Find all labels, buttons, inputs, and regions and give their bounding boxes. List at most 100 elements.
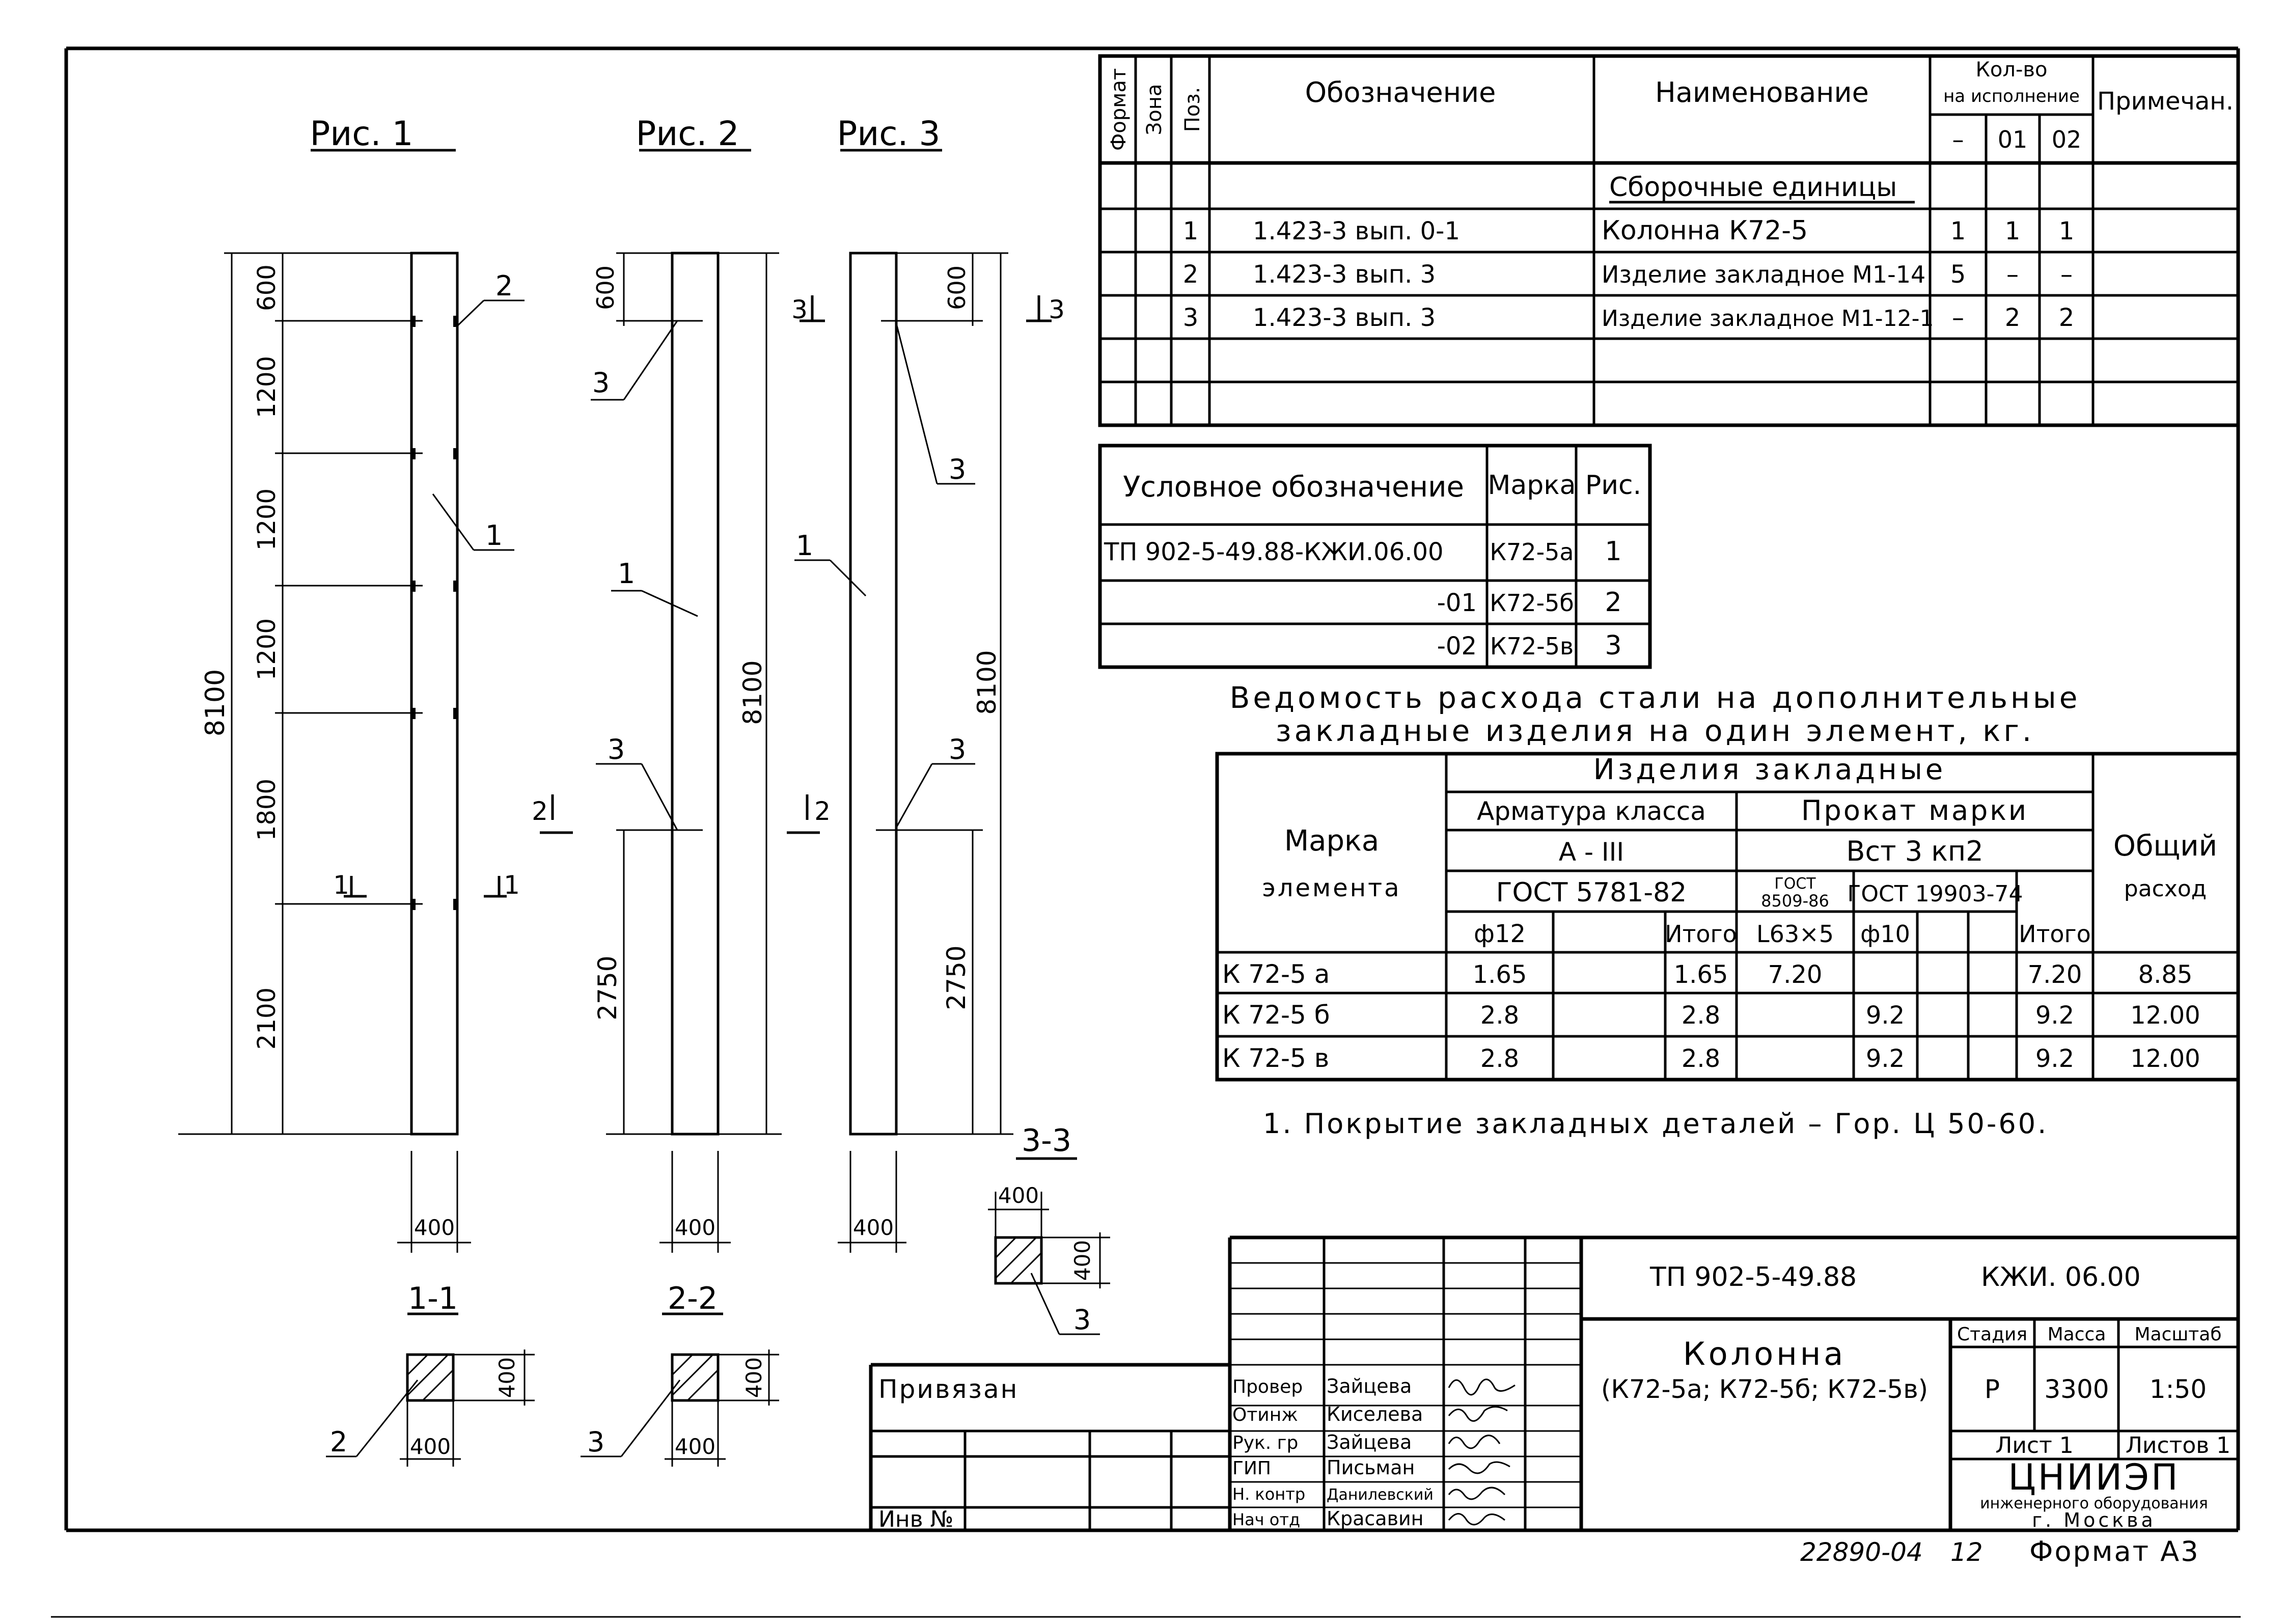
dim-400-3: 400 bbox=[853, 1215, 894, 1240]
spec-row3-q1: 2 bbox=[2005, 304, 2021, 332]
dim-total-1: 8100 bbox=[200, 669, 231, 736]
tb-scale: 1:50 bbox=[2150, 1374, 2207, 1404]
spec-row1-q1: 1 bbox=[2005, 217, 2021, 245]
steel-h-total1: Общий bbox=[2113, 830, 2217, 863]
tb-doc-code: ТП 902-5-49.88 bbox=[1649, 1262, 1857, 1292]
steel-r3-c8: 9.2 bbox=[2035, 1044, 2074, 1073]
mark-3-left: 3 bbox=[791, 295, 808, 324]
inv-label: Инв № bbox=[878, 1506, 953, 1532]
callout-3-fig3b: 3 bbox=[949, 733, 966, 765]
steel-sub-3: Итого bbox=[1665, 920, 1737, 948]
spec-h-zone: Зона bbox=[1143, 84, 1166, 135]
format-label: Формат А3 bbox=[2029, 1535, 2200, 1567]
figure-1-column: 8100 600 1200 1200 1200 1800 2100 400 2 … bbox=[178, 252, 525, 1253]
mark-1-left: 1 bbox=[333, 870, 349, 900]
section-3-3-label: 3-3 bbox=[1022, 1123, 1071, 1159]
tb-name: Колонна bbox=[1683, 1335, 1847, 1372]
steel-h-total2: расход bbox=[2124, 876, 2207, 902]
spec-h-name: Наименование bbox=[1655, 76, 1869, 108]
spec-h-format: Формат bbox=[1107, 68, 1131, 151]
tb-stage: Р bbox=[1985, 1374, 2000, 1404]
tb-sheet: Лист 1 bbox=[1995, 1433, 2073, 1458]
dim-total-2: 8100 bbox=[738, 660, 767, 725]
steel-r1-total: 8.85 bbox=[2138, 960, 2193, 989]
spec-row3-q2: 2 bbox=[2059, 304, 2075, 332]
spec-row2-q1: – bbox=[2006, 260, 2019, 289]
person-2: Киселева bbox=[1327, 1403, 1423, 1425]
steel-r2-total: 12.00 bbox=[2130, 1001, 2200, 1030]
steel-h-armature: Арматура класса bbox=[1477, 796, 1706, 826]
spec-h-q2: 02 bbox=[2052, 126, 2082, 153]
steel-h-gost2a: ГОСТ bbox=[1774, 875, 1816, 893]
dim-total-3: 8100 bbox=[972, 650, 1002, 714]
legend-r2-mark: К72-5б bbox=[1490, 589, 1574, 617]
callout-3-fig2a: 3 bbox=[592, 367, 610, 399]
person-5: Данилевский bbox=[1327, 1486, 1434, 1504]
legend-r1-des: ТП 902-5-49.88-КЖИ.06.00 bbox=[1104, 538, 1444, 566]
steel-r2-mark: К 72-5 б bbox=[1222, 1000, 1330, 1030]
person-3: Зайцева bbox=[1327, 1431, 1412, 1453]
spec-h-pos: Поз. bbox=[1181, 87, 1204, 132]
spec-h-q1: 01 bbox=[1998, 126, 2028, 153]
steel-sub-8: Итого bbox=[2019, 920, 2091, 948]
dim-1200-1c: 1200 bbox=[253, 618, 281, 680]
section-3-3-h400: 400 bbox=[1070, 1240, 1095, 1281]
spec-row3-pos: 3 bbox=[1183, 304, 1199, 332]
tb-mass: 3300 bbox=[2044, 1374, 2109, 1404]
section-2-2-w400: 400 bbox=[675, 1434, 715, 1459]
fig1-label: Рис. 1 bbox=[310, 114, 414, 153]
steel-r3-total: 12.00 bbox=[2130, 1044, 2200, 1073]
signatures bbox=[1448, 1379, 1516, 1526]
section-1-1: 1-1 400 400 2 bbox=[326, 1281, 535, 1467]
spec-row2-q2: – bbox=[2060, 260, 2073, 289]
dim-2750-2: 2750 bbox=[593, 955, 622, 1020]
legend-r3-mark: К72-5в bbox=[1490, 632, 1574, 660]
section-3-3: 3-3 400 400 3 bbox=[988, 1123, 1110, 1336]
role-3: Рук. гр bbox=[1232, 1433, 1298, 1453]
section-3-3-callout: 3 bbox=[1073, 1304, 1091, 1336]
role-1: Провер bbox=[1232, 1377, 1303, 1397]
mark-2-left: 2 bbox=[532, 796, 548, 826]
spec-row3-q0: – bbox=[1952, 304, 1964, 332]
mark-3-right: 3 bbox=[1049, 295, 1065, 324]
mark-2-right: 2 bbox=[814, 796, 831, 826]
spec-row2-name: Изделие закладное М1-14 bbox=[1602, 261, 1925, 288]
person-6: Красавин bbox=[1327, 1507, 1424, 1530]
dim-600-3: 600 bbox=[943, 265, 971, 310]
section-3-3-w400: 400 bbox=[998, 1183, 1039, 1208]
spec-row3-des: 1.423-3 вып. 3 bbox=[1253, 304, 1436, 332]
steel-consumption: Ведомость расхода стали на дополнительны… bbox=[1215, 680, 2240, 1082]
steel-r2-c5: 9.2 bbox=[1866, 1001, 1905, 1030]
specification-table: Формат Зона Поз. Обозначение Наименовани… bbox=[1098, 54, 2240, 427]
legend-h-mark: Марка bbox=[1488, 470, 1576, 501]
legend-r2-des: -01 bbox=[1437, 589, 1477, 617]
legend-h-fig: Рис. bbox=[1585, 470, 1641, 501]
steel-r2-c3: 2.8 bbox=[1682, 1001, 1720, 1030]
steel-h-rolled: Прокат марки bbox=[1801, 794, 2028, 827]
section-2-2: 2-2 400 400 3 bbox=[581, 1281, 779, 1467]
fig3-label: Рис. 3 bbox=[837, 114, 941, 153]
section-2-2-h400: 400 bbox=[741, 1357, 766, 1398]
section-2-2-callout: 3 bbox=[587, 1426, 604, 1458]
figure-2-column: 600 8100 2750 400 3 1 3 2 2 bbox=[532, 252, 831, 1253]
legend-r1-fig: 1 bbox=[1605, 536, 1621, 567]
steel-r1-c8: 7.20 bbox=[2028, 960, 2082, 989]
steel-h-gost2b: 8509-86 bbox=[1761, 891, 1829, 911]
legend-h-designation: Условное обозначение bbox=[1123, 471, 1464, 504]
spec-h-designation: Обозначение bbox=[1305, 76, 1496, 108]
callout-3-fig3a: 3 bbox=[949, 453, 966, 485]
steel-h-class: А - III bbox=[1559, 837, 1624, 867]
tb-sheets: Листов 1 bbox=[2126, 1433, 2230, 1458]
tb-org: ЦНИИЭП bbox=[2008, 1456, 2180, 1498]
coating-note: 1. Покрытие закладных деталей – Гор. Ц 5… bbox=[1263, 1108, 2048, 1140]
column-3-body bbox=[849, 252, 898, 1136]
spec-row2-q0: 5 bbox=[1950, 260, 1966, 289]
role-4: ГИП bbox=[1232, 1458, 1271, 1479]
dim-1800-1: 1800 bbox=[253, 779, 281, 841]
steel-sub-5: ф10 bbox=[1860, 920, 1910, 948]
spec-h-qty-sub: на исполнение bbox=[1943, 86, 2080, 106]
section-1-1-callout: 2 bbox=[330, 1426, 347, 1458]
callout-2-fig1: 2 bbox=[495, 270, 513, 302]
person-4: Письман bbox=[1327, 1456, 1415, 1479]
spec-row1-q2: 1 bbox=[2059, 217, 2075, 245]
